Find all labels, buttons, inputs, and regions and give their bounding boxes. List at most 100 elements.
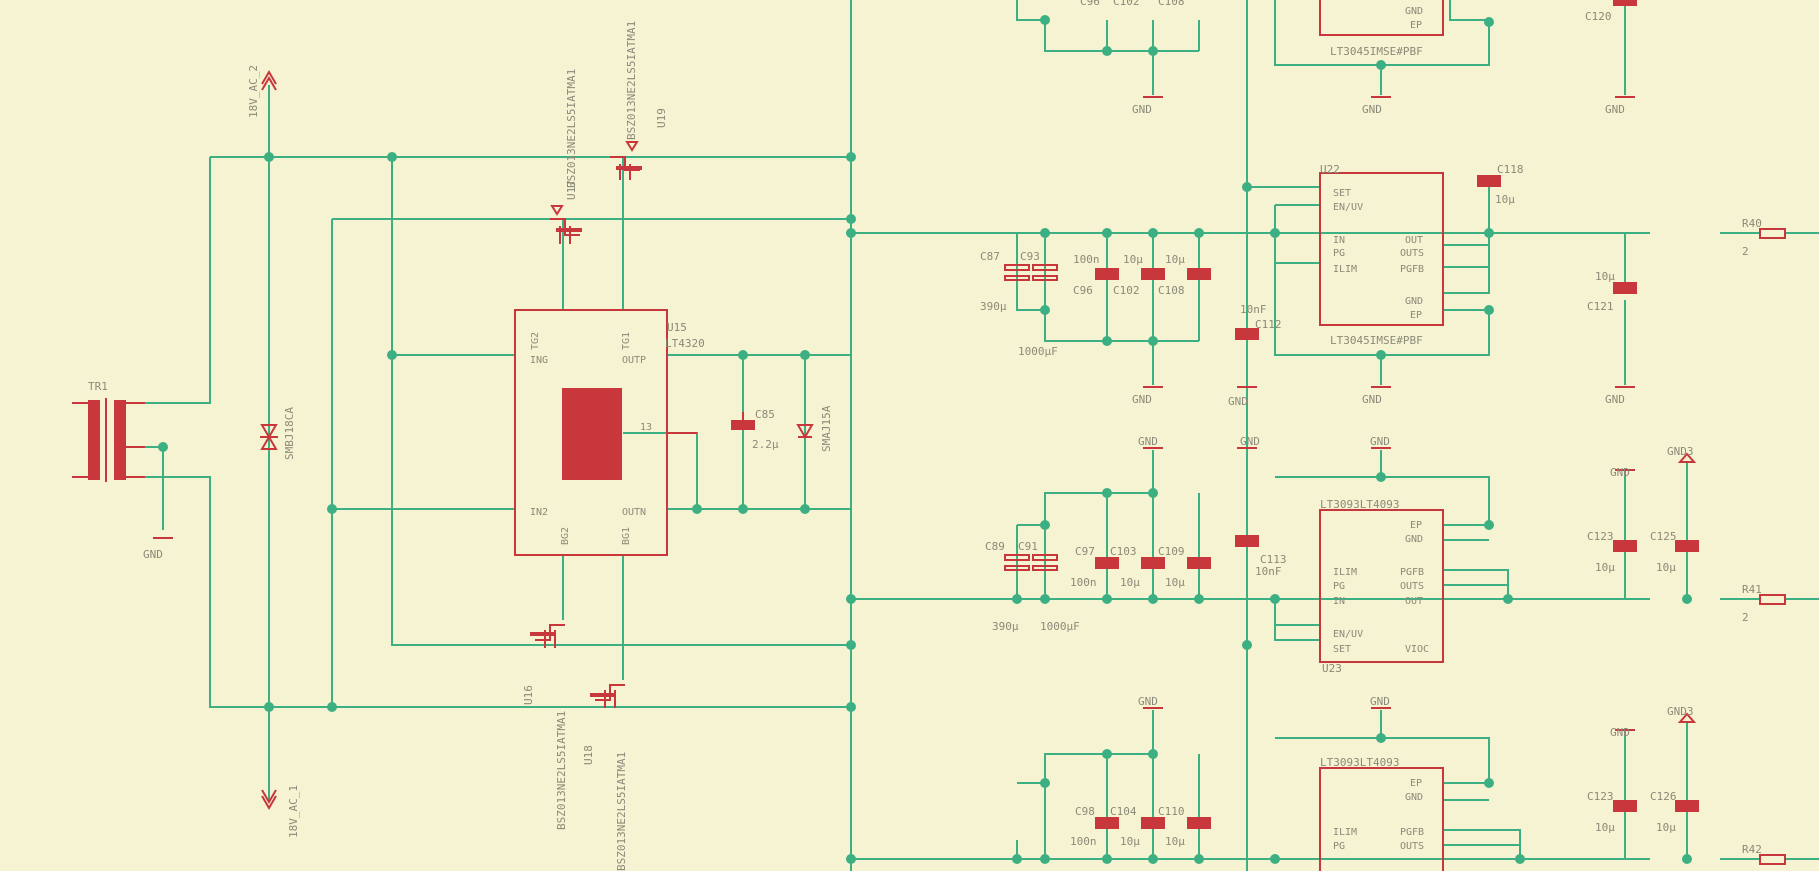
svg-text:390µ: 390µ [992, 620, 1019, 633]
svg-text:10µ: 10µ [1120, 576, 1140, 589]
svg-text:EP: EP [1410, 520, 1422, 531]
svg-text:OUTN: OUTN [622, 507, 646, 518]
svg-text:EP: EP [1410, 20, 1422, 31]
svg-text:PGFB: PGFB [1400, 264, 1424, 275]
svg-text:2: 2 [1742, 245, 1749, 258]
cap-bank-bottom: GND C98 C104 C110 100n 10µ 10µ [1070, 695, 1211, 848]
svg-text:EN/UV: EN/UV [1333, 202, 1363, 213]
svg-text:100n: 100n [1070, 576, 1097, 589]
svg-text:C113: C113 [1260, 553, 1287, 566]
svg-text:GND: GND [1132, 103, 1152, 116]
svg-text:100n: 100n [1073, 253, 1100, 266]
svg-text:2.2µ: 2.2µ [752, 438, 779, 451]
cap-bank-lower: GND C89 C91 C97 C103 C109 100n 10µ 10µ 3… [985, 435, 1211, 633]
svg-text:10µ: 10µ [1595, 270, 1615, 283]
junctions [158, 15, 1692, 864]
svg-text:10µ: 10µ [1165, 835, 1185, 848]
svg-text:OUTS: OUTS [1400, 248, 1424, 259]
svg-text:C91: C91 [1018, 540, 1038, 553]
mosfet-u16: U16 BSZ013NE2LS5IATMA1 [522, 624, 568, 830]
svg-text:IN2: IN2 [530, 507, 548, 518]
svg-text:C93: C93 [1020, 250, 1040, 263]
svg-text:GND: GND [1138, 695, 1158, 708]
svg-text:C102: C102 [1113, 0, 1140, 8]
svg-text:C96: C96 [1073, 284, 1093, 297]
svg-text:ILIM: ILIM [1333, 827, 1357, 838]
svg-text:GND: GND [1362, 393, 1382, 406]
svg-text:C98: C98 [1075, 805, 1095, 818]
svg-text:1000µF: 1000µF [1018, 345, 1058, 358]
svg-text:C104: C104 [1110, 805, 1137, 818]
svg-text:GND: GND [1405, 296, 1423, 307]
svg-text:PGFB: PGFB [1400, 567, 1424, 578]
tvs-diode-smaj15a: SMAJ15A [796, 405, 833, 452]
svg-text:BG1: BG1 [621, 527, 632, 545]
svg-text:OUTS: OUTS [1400, 581, 1424, 592]
svg-text:EP: EP [1410, 778, 1422, 789]
ac-input-2-symbol: 18V_AC_2 [247, 65, 277, 118]
svg-text:C87: C87 [980, 250, 1000, 263]
svg-text:C96: C96 [1080, 0, 1100, 8]
ac-input-2-label: 18V_AC_2 [247, 65, 260, 118]
svg-text:GND: GND [1610, 466, 1630, 479]
resistor-r42: R42 [1742, 843, 1786, 865]
svg-text:GND: GND [1405, 6, 1423, 17]
svg-text:PGFB: PGFB [1400, 827, 1424, 838]
regulator-u22: U22 SET EN/UV IN PG ILIM OUT OUTS PGFB G… [1228, 163, 1637, 408]
svg-text:SET: SET [1333, 644, 1351, 655]
svg-text:OUTS: OUTS [1400, 841, 1424, 852]
svg-text:U17: U17 [565, 180, 578, 200]
svg-text:OUT: OUT [1405, 235, 1423, 246]
svg-text:C89: C89 [985, 540, 1005, 553]
svg-text:GND: GND [1405, 534, 1423, 545]
svg-text:GND: GND [1370, 435, 1390, 448]
wires [145, 0, 1819, 871]
svg-text:PG: PG [1333, 248, 1345, 259]
svg-text:BG2: BG2 [560, 527, 571, 545]
mosfet-u18: U18 BSZ013NE2LS5IATMA1 [582, 684, 628, 871]
svg-text:10µ: 10µ [1656, 821, 1676, 834]
svg-text:R40: R40 [1742, 217, 1762, 230]
svg-text:GND: GND [1605, 393, 1625, 406]
svg-text:R41: R41 [1742, 583, 1762, 596]
svg-text:IN: IN [1333, 596, 1345, 607]
svg-text:U16: U16 [522, 685, 535, 705]
svg-text:BSZ013NE2LS5IATMA1: BSZ013NE2LS5IATMA1 [615, 752, 628, 871]
svg-text:13: 13 [640, 422, 652, 433]
svg-text:GND: GND [1228, 395, 1248, 408]
cap-bank-top: C96 C102 C108 GND [1080, 0, 1185, 116]
svg-text:10µ: 10µ [1656, 561, 1676, 574]
svg-text:C108: C108 [1158, 284, 1185, 297]
svg-text:U19: U19 [655, 108, 668, 128]
svg-text:10nF: 10nF [1240, 303, 1267, 316]
svg-text:ILIM: ILIM [1333, 567, 1357, 578]
svg-text:C97: C97 [1075, 545, 1095, 558]
svg-text:10µ: 10µ [1120, 835, 1140, 848]
svg-text:GND3: GND3 [1667, 705, 1694, 718]
svg-text:GND: GND [1610, 726, 1630, 739]
resistor-r41: R41 2 [1742, 583, 1786, 624]
transformer-tr1: TR1 [72, 380, 145, 482]
svg-text:BSZ013NE2LS5IATMA1: BSZ013NE2LS5IATMA1 [625, 21, 638, 140]
svg-text:GND: GND [1132, 393, 1152, 406]
svg-text:U18: U18 [582, 745, 595, 765]
cap-bank-middle: C87 C93 100n 10µ 10µ C96 C102 C108 390µ … [980, 250, 1211, 406]
svg-text:C108: C108 [1158, 0, 1185, 8]
svg-text:OUTP: OUTP [622, 355, 646, 366]
svg-text:C110: C110 [1158, 805, 1185, 818]
mosfet-u19: U19 BSZ013NE2LS5IATMA1 [610, 21, 668, 180]
svg-text:LT4320: LT4320 [665, 337, 705, 350]
svg-text:2: 2 [1742, 611, 1749, 624]
svg-text:GND: GND [1138, 435, 1158, 448]
svg-text:C126: C126 [1650, 790, 1677, 803]
svg-text:EPAD: EPAD [575, 431, 599, 442]
svg-text:GND: GND [1405, 792, 1423, 803]
svg-text:C123: C123 [1587, 790, 1614, 803]
svg-text:C120: C120 [1585, 10, 1612, 23]
regulator-u23: LT3093LT4093 EP GND ILIM PG IN PGFB OUTS… [1235, 435, 1699, 675]
svg-text:C123: C123 [1587, 530, 1614, 543]
svg-text:EP: EP [1410, 310, 1422, 321]
svg-text:10nF: 10nF [1255, 565, 1282, 578]
svg-text:LT3093LT4093: LT3093LT4093 [1320, 756, 1399, 769]
